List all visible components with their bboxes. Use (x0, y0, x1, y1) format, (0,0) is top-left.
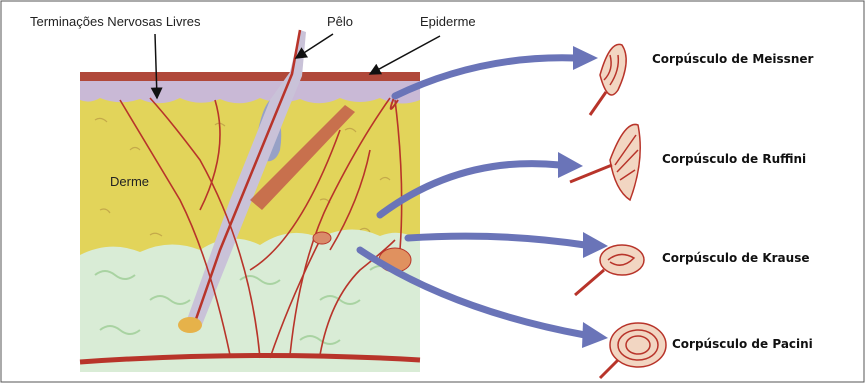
krause-bulb-in-skin (313, 232, 331, 244)
pointer-epidermis (370, 36, 440, 74)
label-epidermis: Epiderme (420, 14, 476, 29)
label-hair: Pêlo (327, 14, 353, 29)
label-ruffini: Corpúsculo de Ruffini (662, 152, 806, 166)
meissner-illustration (590, 44, 626, 115)
label-dermis: Derme (110, 174, 149, 189)
hair-bulb (178, 317, 202, 333)
label-pacini: Corpúsculo de Pacini (672, 337, 813, 351)
pacini-illustration (600, 323, 666, 378)
hypodermis-layer (80, 229, 420, 372)
label-meissner: Corpúsculo de Meissner (652, 52, 814, 66)
stratum-corneum (80, 72, 420, 81)
epidermis-layer (80, 78, 420, 104)
arrow-krause (408, 236, 585, 245)
label-free-nerve-endings: Terminações Nervosas Livres (30, 14, 201, 29)
arrow-meissner (395, 58, 575, 96)
ruffini-illustration (570, 124, 640, 200)
label-krause: Corpúsculo de Krause (662, 251, 809, 265)
skin-cross-section (80, 30, 420, 372)
callout-arrowheads (558, 46, 608, 348)
